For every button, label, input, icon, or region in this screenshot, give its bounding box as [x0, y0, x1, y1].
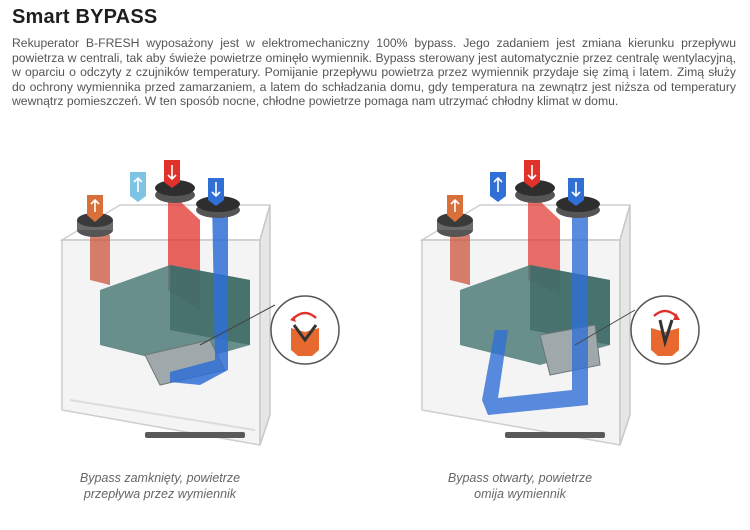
airflow-arrow-up-orange	[87, 195, 103, 222]
caption-line: Bypass otwarty, powietrze	[447, 471, 593, 485]
bypass-damper-open-callout	[630, 295, 700, 365]
cold-air-bypass-stream	[482, 200, 588, 415]
caption-line: Bypass zamknięty, powietrze	[79, 471, 241, 485]
airflow-arrow-down-red	[164, 160, 180, 188]
airflow-arrow-up-light-blue	[130, 172, 146, 202]
heat-exchanger	[100, 265, 250, 386]
cold-air-stream	[170, 200, 228, 385]
caption-line: omija wymiennik	[474, 487, 566, 501]
description-paragraph: Rekuperator B-FRESH wyposażony jest w el…	[12, 36, 736, 109]
ventilation-unit-bypass-closed-illustration	[59, 160, 340, 446]
airflow-arrow-down-red	[524, 160, 540, 188]
duct-connectors	[77, 180, 240, 237]
ventilation-unit-bypass-open-illustration	[419, 160, 700, 446]
page-title: Smart BYPASS	[12, 6, 158, 28]
description-text: Rekuperator B-FRESH wyposażony jest w el…	[12, 36, 736, 109]
caption-bypass-open: Bypass otwarty, powietrze omija wymienni…	[360, 470, 680, 502]
airflow-arrow-up-orange	[447, 195, 463, 222]
airflow-arrow-up-blue	[490, 172, 506, 202]
caption-line: przepływa przez wymiennik	[83, 487, 237, 501]
bypass-damper-closed-callout	[270, 295, 340, 365]
airflow-arrow-down-blue	[568, 178, 584, 206]
airflow-arrow-down-blue	[208, 178, 224, 206]
caption-bypass-closed: Bypass zamknięty, powietrze przepływa pr…	[0, 470, 320, 502]
